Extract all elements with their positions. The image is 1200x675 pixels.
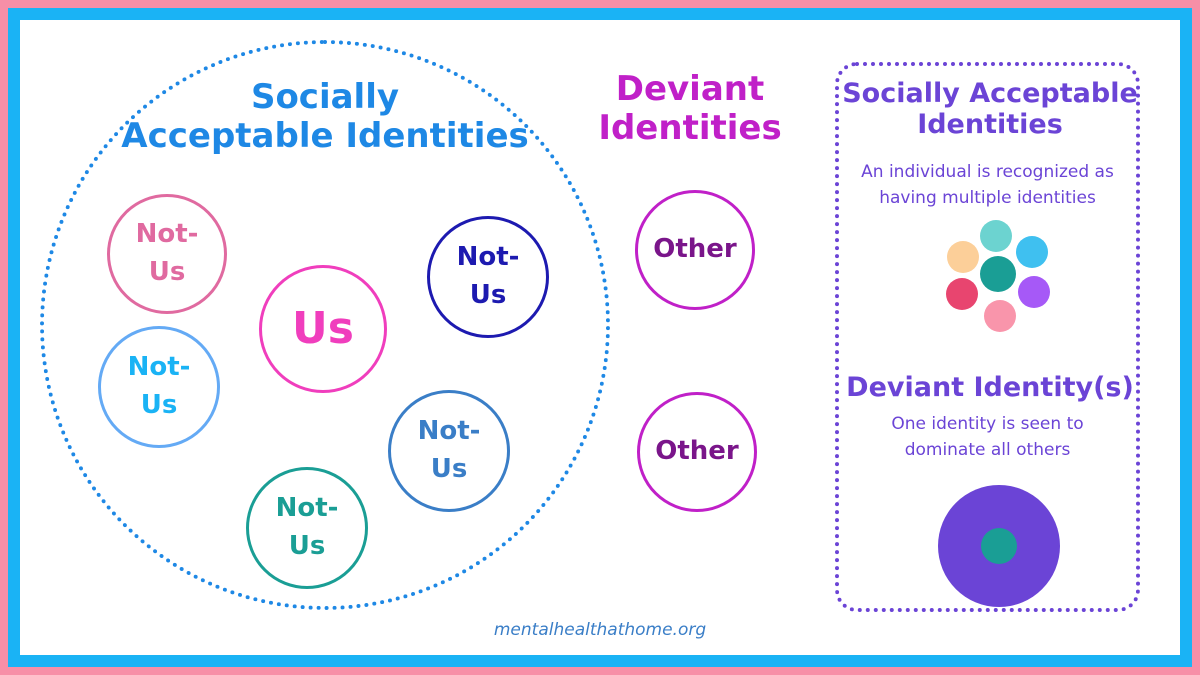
- other-bubble-top: Other: [635, 190, 755, 310]
- identity-dot-red: [946, 278, 978, 310]
- identity-dot-pink: [984, 300, 1016, 332]
- legend-socially-acceptable-description: An individual is recognized as having mu…: [861, 162, 1114, 208]
- not-us-bubble-steelblue: Not- Us: [388, 390, 510, 512]
- other-bubble-bottom: Other: [637, 392, 757, 512]
- identity-dot-teal: [980, 256, 1016, 292]
- legend-deviant-description: One identity is seen to dominate all oth…: [891, 414, 1084, 460]
- socially-acceptable-title: Socially Acceptable Identities: [121, 77, 529, 157]
- legend-deviant-title: Deviant Identity(s): [846, 372, 1134, 403]
- legend-panel: [835, 62, 1140, 612]
- legend-socially-acceptable-title: Socially Acceptable Identities: [842, 78, 1138, 141]
- not-us-bubble-teal: Not- Us: [246, 467, 368, 589]
- not-us-bubble-skyblue: Not- Us: [98, 326, 220, 448]
- identity-dot-blue: [1016, 236, 1048, 268]
- not-us-bubble-navy: Not- Us: [427, 216, 549, 338]
- identity-dot-peach: [947, 241, 979, 273]
- socially-acceptable-group-circle: [40, 40, 610, 610]
- not-us-bubble-pink: Not- Us: [107, 194, 227, 314]
- identity-dot-cyan: [980, 220, 1012, 252]
- deviant-identities-title: Deviant Identities: [598, 69, 782, 149]
- footer-site-url[interactable]: mentalhealthathome.org: [493, 620, 707, 640]
- dominant-identity-inner-icon: [981, 528, 1017, 564]
- identity-dot-purple: [1018, 276, 1050, 308]
- us-bubble: Us: [259, 265, 387, 393]
